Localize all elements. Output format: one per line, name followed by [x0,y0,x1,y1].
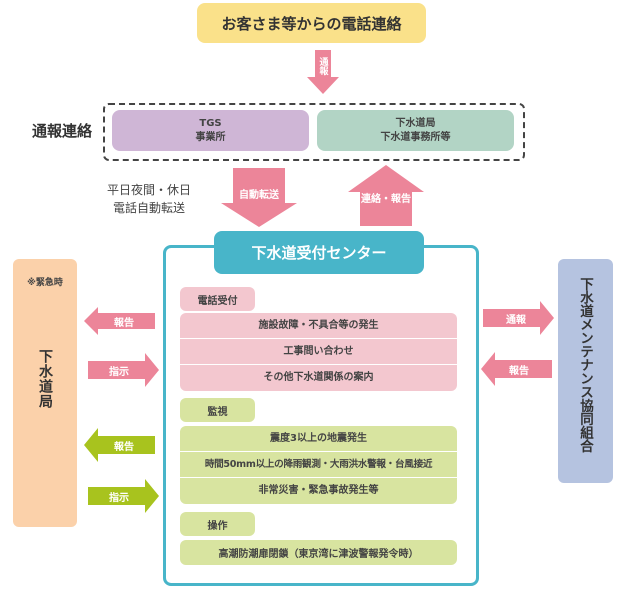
right-report-in-label: 報告 [509,365,529,377]
section-items-phone: 施設故障・不具合等の発生 工事問い合わせ その他下水道関係の案内 [180,313,457,391]
tgs-label: TGS [199,117,222,129]
auto-forward-arrow [221,168,297,227]
list-item: 高潮防潮扉閉鎖（東京湾に津波警報発令時） [218,549,419,560]
customer-call-box: お客さま等からの電話連絡 [197,3,426,43]
section-heading-monitor: 監視 [180,398,255,422]
maintenance-cooperative-box: 下水道メンテナンス協同組合 [558,259,613,483]
contact-dashed-frame [103,103,525,161]
report-down-label: 通報 [317,57,328,75]
section-heading-monitor-label: 監視 [207,406,228,418]
list-item: その他下水道関係の案内 [263,372,374,383]
reception-center-title-box: 下水道受付センター [214,231,424,274]
left-instruct-pink-arrow [88,353,159,387]
left-instruct-green-arrow [88,479,159,513]
section-heading-phone: 電話受付 [180,287,255,311]
auto-forward-label: 自動転送 [239,189,279,201]
contact-row-label: 通報連絡 [32,122,93,140]
left-report-green-arrow [84,428,155,462]
sewer-bureau-box: 下水道局 下水道事務所等 [317,110,514,151]
forward-note-line2: 電話自動転送 [113,201,186,215]
section-heading-phone-label: 電話受付 [197,295,238,307]
forward-note: 平日夜間・休日 電話自動転送 [107,181,191,217]
tgs-office-label: 事業所 [195,131,226,143]
reception-center-title: 下水道受付センター [251,244,387,262]
section-heading-operation: 操作 [180,512,255,536]
right-report-out-label: 通報 [506,314,526,326]
sewer-bureau-label: 下水道局 [395,117,436,129]
report-down-arrow [307,50,339,94]
customer-call-label: お客さま等からの電話連絡 [221,14,402,33]
left-instruct-pink-label: 指示 [109,366,129,378]
sewer-office-label: 下水道事務所等 [380,131,451,143]
left-report-pink-label: 報告 [114,317,134,329]
contact-report-arrow [348,165,424,226]
sewer-bureau-emergency-box: ※緊急時 下水道局 [13,259,77,527]
forward-note-line1: 平日夜間・休日 [107,183,192,197]
list-item: 工事問い合わせ [180,339,457,365]
tgs-office-box: TGS 事業所 [112,110,309,151]
list-item: 時間50mm以上の降雨観測・大雨洪水警報・台風接近 [180,452,457,478]
list-item: 施設故障・不具合等の発生 [180,313,457,339]
right-report-out-arrow [483,301,554,335]
right-report-in-arrow [481,352,552,386]
maintenance-cooperative-title: 下水道メンテナンス協同組合 [577,277,593,453]
emergency-note: ※緊急時 [27,278,63,288]
list-item: 震度3以上の地震発生 [180,426,457,452]
section-items-monitor: 震度3以上の地震発生 時間50mm以上の降雨観測・大雨洪水警報・台風接近 非常災… [180,426,457,504]
left-report-green-label: 報告 [114,441,134,453]
section-items-operation: 高潮防潮扉閉鎖（東京湾に津波警報発令時） [180,540,457,565]
sewer-bureau-title: 下水道局 [37,349,53,409]
list-item: 非常災害・緊急事故発生等 [258,485,379,496]
left-report-pink-arrow [84,307,155,335]
left-instruct-green-label: 指示 [109,492,129,504]
contact-report-label: 連絡・報告 [361,193,411,205]
section-heading-operation-label: 操作 [207,520,228,532]
